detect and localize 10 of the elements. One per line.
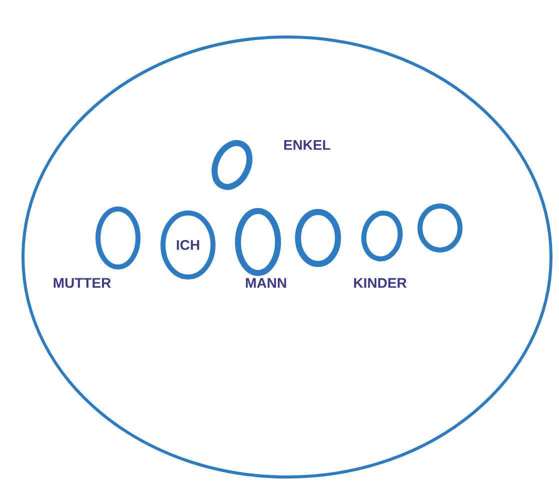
small-circle: [235, 208, 281, 276]
small-circle: [96, 206, 140, 270]
small-circle: [418, 204, 462, 252]
large-circle: [22, 36, 552, 478]
small-circle: [295, 209, 341, 267]
small-circle: [361, 210, 403, 262]
circle-label: MUTTER: [54, 278, 111, 288]
circle-label: MANN: [246, 278, 286, 288]
group-label: KINDER: [354, 278, 407, 288]
circle-label: ENKEL: [284, 140, 330, 150]
